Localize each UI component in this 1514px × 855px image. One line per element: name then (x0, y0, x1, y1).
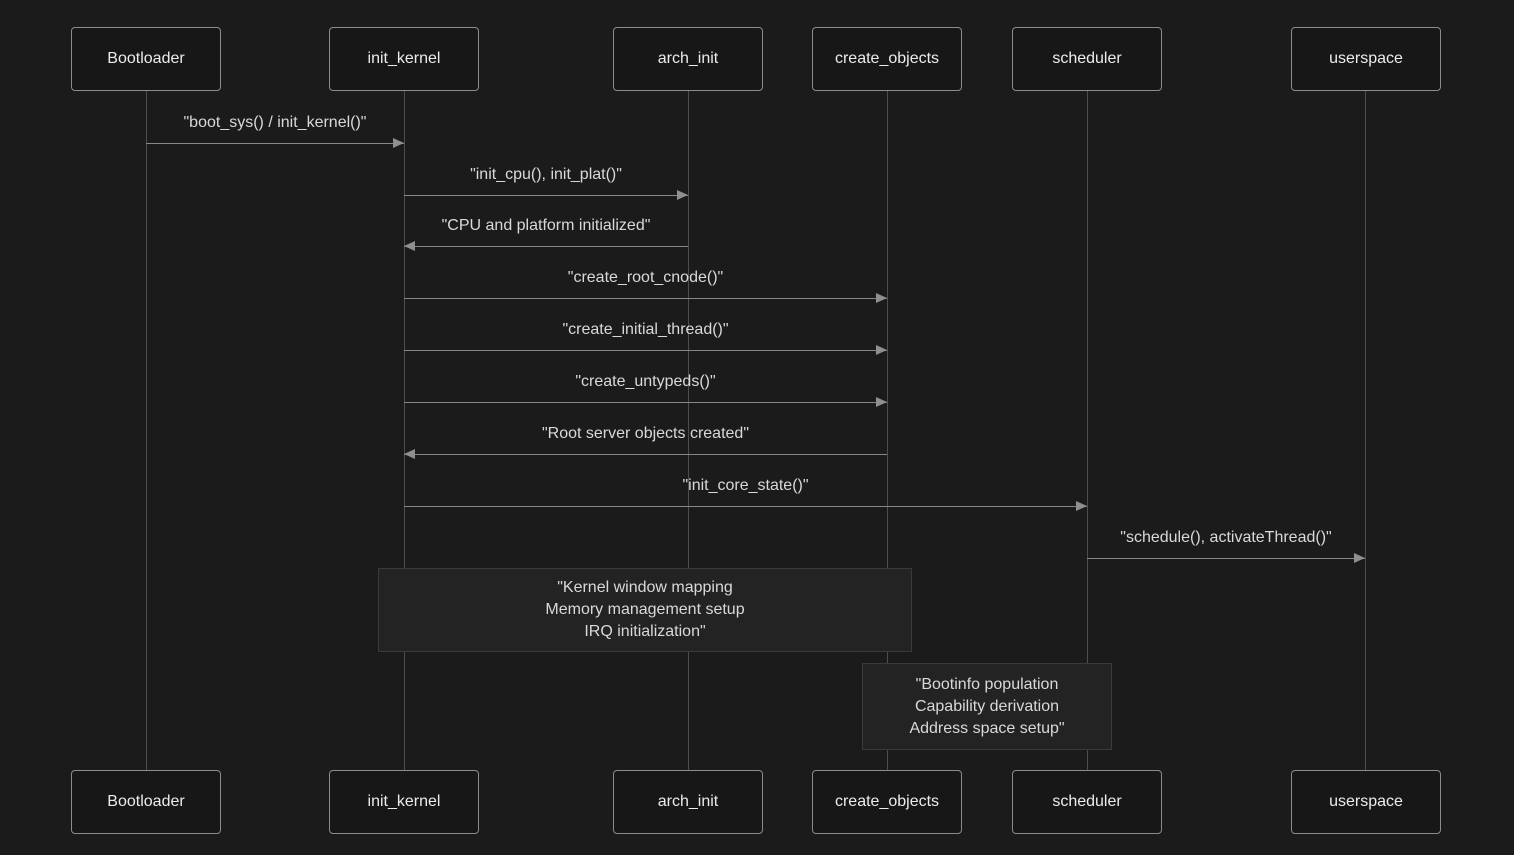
arrowhead-right-icon (876, 345, 887, 355)
message-line (404, 506, 1087, 507)
note-bootinfo-population: "Bootinfo population Capability derivati… (862, 663, 1112, 750)
actor-top-create-objects: create_objects (812, 27, 962, 91)
note-line: "Bootinfo population (915, 675, 1059, 693)
message-label: "create_untypeds()" (575, 373, 716, 390)
message-line (1087, 558, 1365, 559)
note-line: Address space setup" (909, 719, 1065, 737)
message-label: "schedule(), activateThread()" (1120, 529, 1332, 546)
arrowhead-right-icon (393, 138, 404, 148)
note-line: Capability derivation (914, 697, 1060, 715)
lifeline-init-kernel (404, 91, 405, 770)
actor-top-arch-init: arch_init (613, 27, 763, 91)
arrowhead-right-icon (876, 293, 887, 303)
message-label: "init_cpu(), init_plat()" (470, 166, 622, 183)
lifeline-userspace (1365, 91, 1366, 770)
actor-bottom-userspace: userspace (1291, 770, 1441, 834)
message-label: "Root server objects created" (541, 425, 749, 442)
message-label: "create_root_cnode()" (567, 269, 724, 286)
message-line (404, 298, 887, 299)
lifeline-arch-init (688, 91, 689, 770)
message-label: "init_core_state()" (682, 477, 809, 494)
arrowhead-left-icon (404, 449, 415, 459)
arrowhead-right-icon (677, 190, 688, 200)
actor-top-scheduler: scheduler (1012, 27, 1162, 91)
actor-bottom-init-kernel: init_kernel (329, 770, 479, 834)
message-line (404, 350, 887, 351)
message-line (404, 402, 887, 403)
arrowhead-right-icon (876, 397, 887, 407)
message-line (404, 454, 887, 455)
lifeline-bootloader (146, 91, 147, 770)
message-label: "create_initial_thread()" (562, 321, 729, 338)
lifeline-scheduler (1087, 91, 1088, 770)
actor-bottom-bootloader: Bootloader (71, 770, 221, 834)
actor-top-bootloader: Bootloader (71, 27, 221, 91)
message-line (404, 195, 688, 196)
message-line (404, 246, 688, 247)
message-line (146, 143, 404, 144)
message-label: "CPU and platform initialized" (441, 217, 651, 234)
arrowhead-left-icon (404, 241, 415, 251)
actor-bottom-scheduler: scheduler (1012, 770, 1162, 834)
message-label: "boot_sys() / init_kernel()" (183, 114, 367, 131)
note-line: Memory management setup (545, 601, 745, 618)
actor-bottom-create-objects: create_objects (812, 770, 962, 834)
note-kernel-window-mapping: "Kernel window mapping Memory management… (378, 568, 912, 652)
actor-bottom-arch-init: arch_init (613, 770, 763, 834)
actor-top-userspace: userspace (1291, 27, 1441, 91)
arrowhead-right-icon (1076, 501, 1087, 511)
lifeline-create-objects (887, 91, 888, 770)
note-line: IRQ initialization" (584, 623, 706, 640)
note-line: "Kernel window mapping (557, 579, 733, 596)
actor-top-init-kernel: init_kernel (329, 27, 479, 91)
arrowhead-right-icon (1354, 553, 1365, 563)
